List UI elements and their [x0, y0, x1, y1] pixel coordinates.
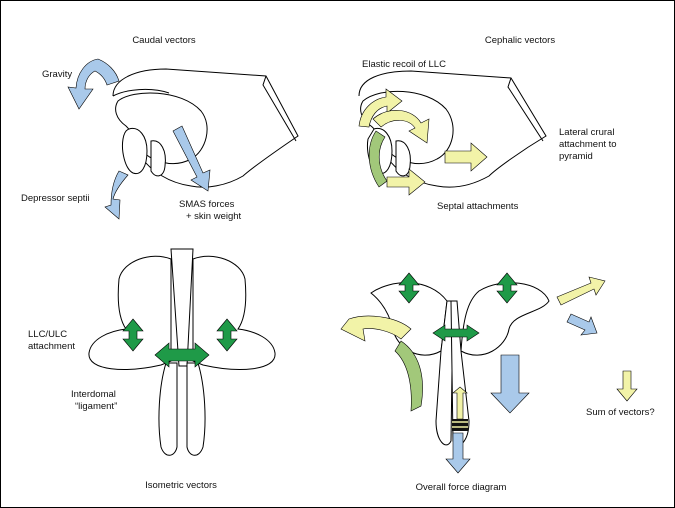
overall-small-blue-arrow — [445, 432, 471, 474]
cephalic-nose-outline — [358, 70, 547, 188]
caudal-title: Caudal vectors — [132, 35, 196, 46]
overall-small-yellow-arrow — [452, 386, 468, 420]
lateral-crural-label-line3: pyramid — [559, 151, 593, 162]
septal-attachments-label: Septal attachments — [437, 201, 519, 212]
legend-blue-down-arrow — [566, 313, 598, 336]
septal-arrow — [386, 168, 426, 196]
recoil-curve-arrow — [372, 110, 430, 144]
cephalic-title: Cephalic vectors — [484, 35, 556, 46]
depressor-label: Depressor septii — [21, 193, 90, 204]
smas-label-line2: + skin weight — [186, 211, 242, 222]
overall-curved-yellow-arrow — [340, 315, 412, 342]
overall-curved-green-arrow — [394, 340, 423, 412]
isometric-title: Isometric vectors — [145, 480, 217, 491]
elastic-recoil-arrow — [358, 88, 403, 128]
legend-yellow-sum-arrow — [616, 370, 638, 402]
overall-left-vertical-arrow — [398, 272, 420, 304]
interdomal-label-line2: “ligament” — [75, 401, 118, 412]
overall-small-yellow-arrow-stripes — [452, 419, 468, 431]
depressor-arrow — [104, 170, 129, 220]
llc-ulc-label-line1: LLC/ULC — [28, 329, 68, 340]
interdomal-label-line1: Interdomal — [71, 389, 116, 400]
smas-label-line1: SMAS forces — [179, 199, 235, 210]
sum-of-vectors-label: Sum of vectors? — [586, 407, 655, 418]
legend-yellow-up-arrow — [556, 276, 606, 306]
lateral-crural-label-line1: Lateral crural — [559, 127, 615, 138]
isometric-right-vertical-arrow — [216, 318, 238, 352]
smas-arrow — [172, 125, 211, 192]
gravity-label: Gravity — [42, 69, 73, 80]
gravity-arrow — [67, 58, 120, 110]
isometric-horizontal-arrow — [154, 342, 210, 368]
isometric-tip-outline — [88, 248, 276, 456]
overall-large-blue-arrow — [490, 354, 530, 414]
lateral-crural-arrow — [444, 142, 488, 172]
isometric-left-vertical-arrow — [122, 318, 144, 352]
llc-ulc-label-line2: attachment — [28, 341, 75, 352]
overall-title: Overall force diagram — [415, 482, 507, 493]
elastic-recoil-label: Elastic recoil of LLC — [362, 59, 446, 70]
overall-right-vertical-arrow — [496, 272, 518, 304]
overall-stripe-lines — [452, 421, 468, 428]
caudal-nose-outline — [112, 68, 299, 188]
overall-horizontal-arrow — [432, 324, 480, 342]
lateral-crural-label-line2: attachment to — [559, 139, 617, 150]
